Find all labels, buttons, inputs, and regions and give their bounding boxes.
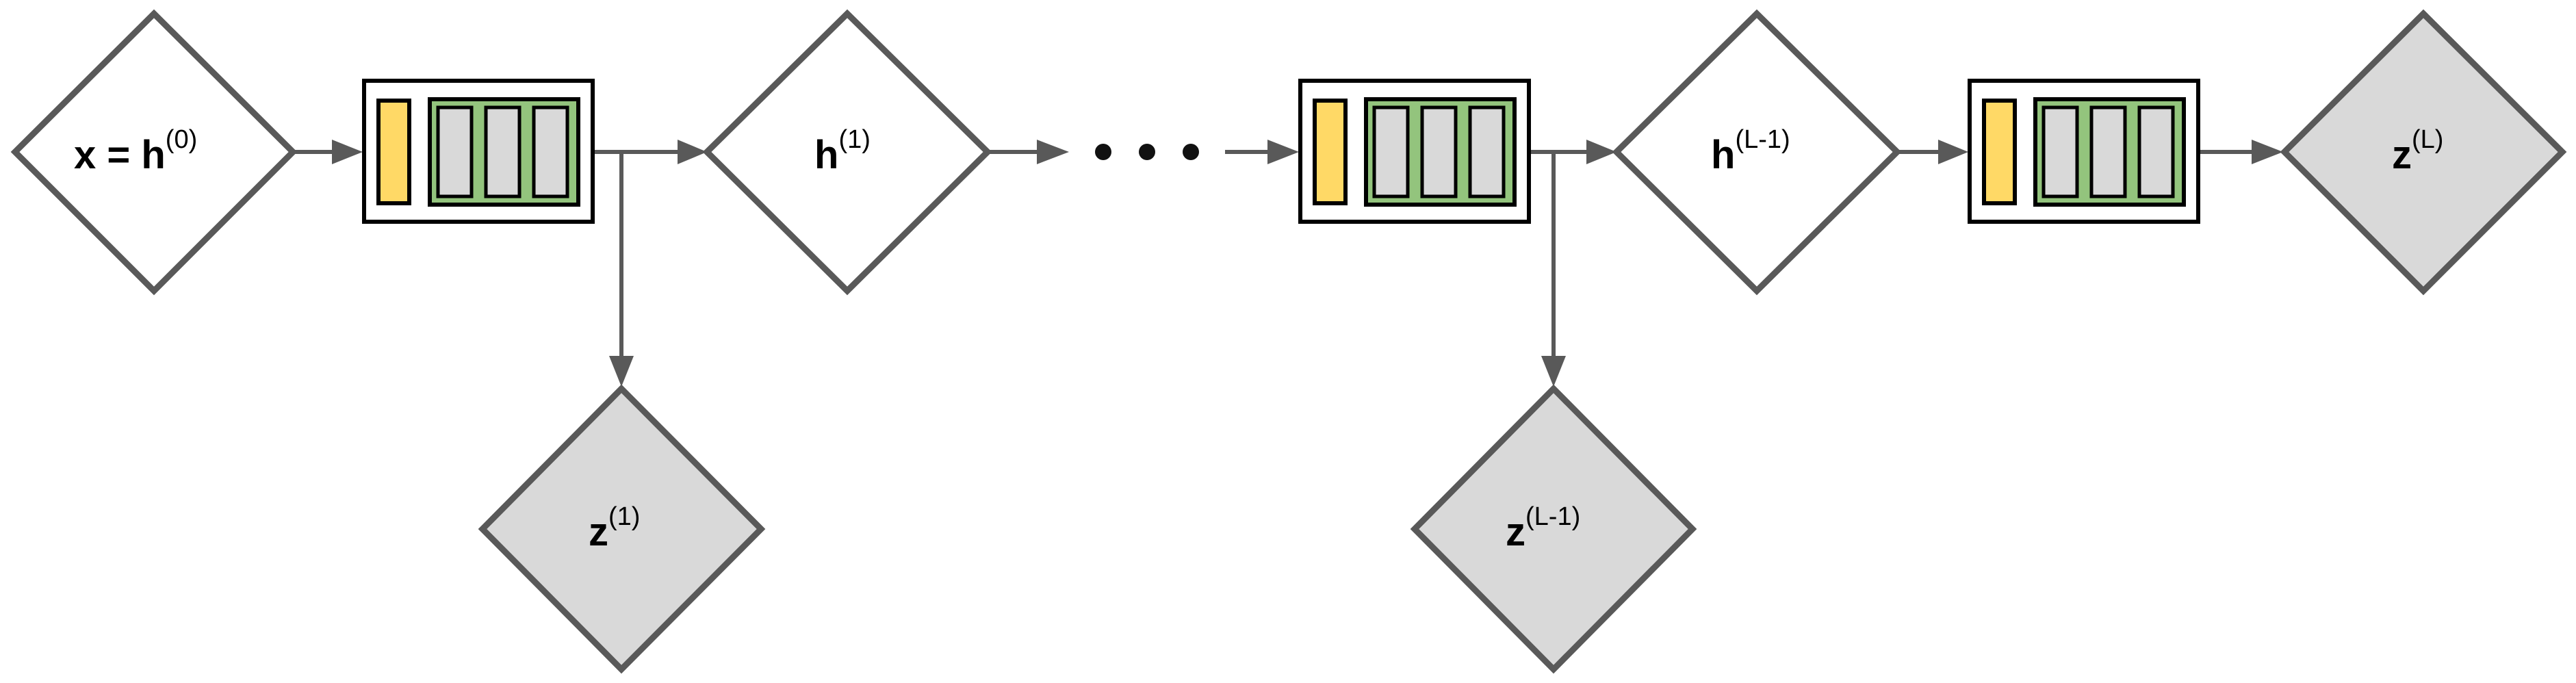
arrowhead-dots: [1037, 140, 1069, 164]
layer-block-1: [362, 79, 595, 224]
gray-bar: [532, 105, 569, 198]
node-x-h0-main-label: x = h: [74, 133, 166, 177]
node-hL1-main-label: h: [1711, 133, 1735, 177]
svg-text:h(L-1): h(L-1): [1711, 125, 1790, 177]
gray-bar: [2137, 105, 2175, 198]
svg-text:h(1): h(1): [814, 125, 871, 177]
node-z1: z(1): [478, 384, 766, 674]
arrowhead-z1: [609, 356, 634, 387]
arrowhead-block2: [1267, 140, 1299, 164]
node-zL1-main-label: z: [1506, 510, 1525, 554]
diamond-shape: [1410, 384, 1697, 674]
gray-bar: [1420, 105, 1458, 198]
ellipsis-dot: [1183, 144, 1199, 160]
yellow-bar: [1313, 99, 1348, 205]
ellipsis-dots: [1095, 144, 1199, 160]
gray-bar: [436, 105, 474, 198]
arrowhead-block3: [1938, 140, 1968, 164]
gray-bar: [1372, 105, 1410, 198]
diamond-shape: [702, 9, 992, 296]
node-z1-main-label: z: [589, 510, 608, 554]
diamond-shape: [2280, 9, 2567, 296]
gray-bar: [1468, 105, 1506, 198]
diamond-shape: [478, 384, 766, 674]
ellipsis-dot: [1139, 144, 1155, 160]
node-zL1: z(L-1): [1410, 384, 1697, 674]
svg-text:z(1): z(1): [589, 502, 640, 554]
gray-bar: [2042, 105, 2079, 198]
gray-bar: [484, 105, 521, 198]
svg-text:z(L): z(L): [2392, 125, 2443, 177]
diamond-shape: [1612, 9, 1902, 296]
arrowhead-hL1: [1586, 140, 1617, 164]
arrowhead-zL: [2252, 140, 2283, 164]
arrowhead-h1: [678, 140, 707, 164]
node-h1-main-label: h: [814, 133, 838, 177]
node-h1-sup-label: (1): [838, 125, 870, 154]
arrowhead-zL1: [1541, 356, 1566, 387]
node-hL1: h(L-1): [1612, 9, 1902, 296]
svg-text:x = h(0): x = h(0): [74, 125, 197, 177]
node-zL-sup-label: (L): [2412, 125, 2443, 154]
node-x-h0: x = h(0): [10, 9, 298, 296]
arrowhead-block1: [332, 140, 363, 164]
node-x-h0-sup-label: (0): [166, 125, 197, 154]
svg-text:z(L-1): z(L-1): [1506, 502, 1580, 554]
node-zL-main-label: z: [2392, 133, 2412, 177]
edges: [293, 140, 2283, 387]
gray-bar: [2089, 105, 2127, 198]
layer-block-2: [1298, 79, 1531, 224]
node-z1-sup-label: (1): [608, 502, 640, 531]
ellipsis-dot: [1095, 144, 1111, 160]
yellow-bar: [376, 99, 411, 205]
node-hL1-sup-label: (L-1): [1735, 125, 1790, 154]
node-zL1-sup-label: (L-1): [1525, 502, 1580, 531]
yellow-bar: [1982, 99, 2017, 205]
layer-block-3: [1968, 79, 2200, 224]
node-h1: h(1): [702, 9, 992, 296]
node-zL: z(L): [2280, 9, 2567, 296]
diamond-shape: [10, 9, 298, 296]
